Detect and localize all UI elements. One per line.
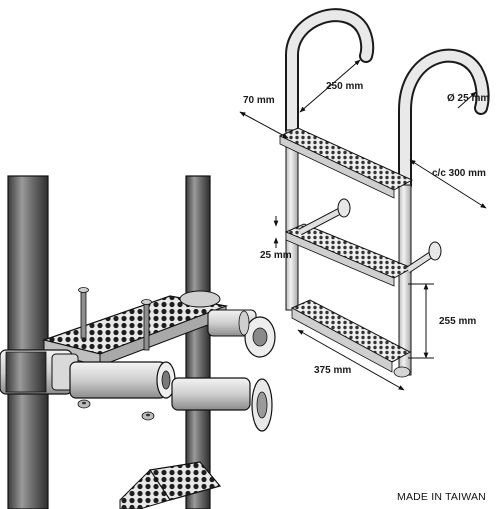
- label-tube-diameter: Ø 25 mm: [447, 93, 489, 104]
- left-rail-tube: [7, 175, 49, 509]
- label-step-pitch: 255 mm: [439, 316, 476, 327]
- made-in-label: MADE IN TAIWAN: [397, 491, 486, 503]
- bolt-right: [141, 299, 152, 351]
- standoff-bracket-lower: [69, 361, 176, 399]
- label-rail-spacing: c/c 300 mm: [432, 168, 486, 179]
- bolt-left: [78, 287, 89, 339]
- ladder-step-1: [278, 127, 414, 191]
- standoff-foot: [171, 377, 273, 432]
- label-step-thickness: 25 mm: [260, 250, 292, 261]
- ladder-left-rail: [285, 129, 299, 311]
- label-hook-span: 250 mm: [326, 81, 363, 92]
- ladder-right-rail: [398, 184, 412, 376]
- standoff-bracket-upper: [207, 309, 276, 358]
- ladder-standoff-upper: [298, 198, 351, 236]
- lower-step-partial-edge: [119, 469, 171, 509]
- right-rail-clamp: [179, 290, 221, 308]
- nut-left: [77, 399, 91, 409]
- dimension-lines: [239, 59, 487, 391]
- nut-right: [141, 411, 155, 421]
- ladder-standoff-lower: [406, 241, 442, 273]
- label-step-depth: 70 mm: [243, 95, 275, 106]
- rail-clamp: [0, 349, 79, 395]
- label-step-width: 375 mm: [314, 365, 351, 376]
- ladder-overview: 250 mm Ø 25 mm 70 mm c/c 300 mm 25 mm 25…: [239, 8, 490, 391]
- right-rail-tube: [185, 175, 211, 509]
- ladder-step-3: [290, 299, 412, 363]
- closeup-detail: [0, 175, 276, 509]
